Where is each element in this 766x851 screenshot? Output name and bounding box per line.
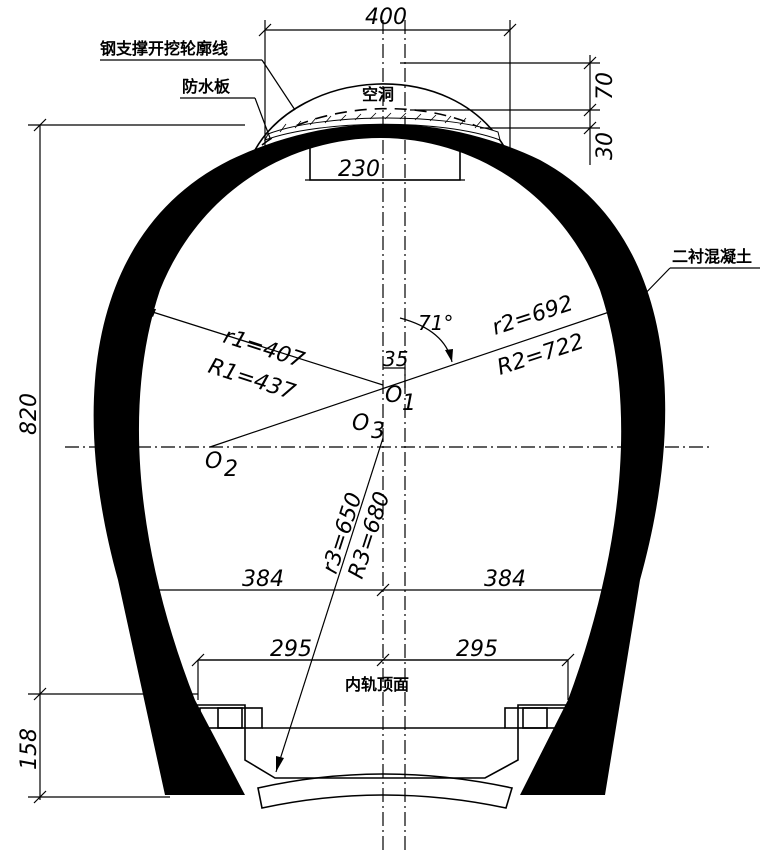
dim-top-width: 400 xyxy=(365,5,407,30)
label-rail-top: 内轨顶面 xyxy=(345,675,409,694)
r1-line xyxy=(139,307,384,386)
label-secondary-lining: 二衬混凝土 xyxy=(672,247,752,266)
center-o2: O xyxy=(205,449,222,474)
dim-rail-right: 295 xyxy=(456,637,498,662)
center-o1: O xyxy=(385,383,402,408)
dim-cavity-height: 70 xyxy=(593,72,618,100)
dimension-lines xyxy=(28,20,637,804)
leaders xyxy=(100,59,760,303)
left-rail-base xyxy=(199,707,263,729)
steel-support-outline xyxy=(254,83,506,151)
secondary-lining xyxy=(93,124,666,795)
track-bed xyxy=(195,704,568,809)
dim-half-span-right: 384 xyxy=(484,567,526,592)
invert-arch xyxy=(257,773,514,809)
label-steel-support: 钢支撑开挖轮廓线 xyxy=(100,39,228,58)
dim-angle: 71° xyxy=(418,311,453,335)
center-o2-sub: 2 xyxy=(224,457,238,482)
label-cavity: 空洞 xyxy=(362,85,394,104)
r3-line xyxy=(275,437,384,773)
left-rail-block xyxy=(217,707,243,729)
dim-lining-gap: 30 xyxy=(593,132,618,160)
label-waterproof: 防水板 xyxy=(182,77,231,96)
center-o3-sub: 3 xyxy=(371,419,385,444)
dim-cavity-width: 230 xyxy=(338,157,380,182)
dim-half-span-left: 384 xyxy=(242,567,284,592)
dim-rail-left: 295 xyxy=(270,637,312,662)
center-o3: O xyxy=(352,411,369,436)
radius-r2: r2=692 xyxy=(489,291,576,341)
dim-bottom-height: 158 xyxy=(17,728,42,770)
center-o1-sub: 1 xyxy=(402,391,416,416)
radius-lines xyxy=(139,304,631,773)
r2-line xyxy=(209,304,631,448)
dim-total-height: 820 xyxy=(17,393,42,435)
right-rail-block xyxy=(522,707,548,729)
dim-offset: 35 xyxy=(383,347,408,371)
